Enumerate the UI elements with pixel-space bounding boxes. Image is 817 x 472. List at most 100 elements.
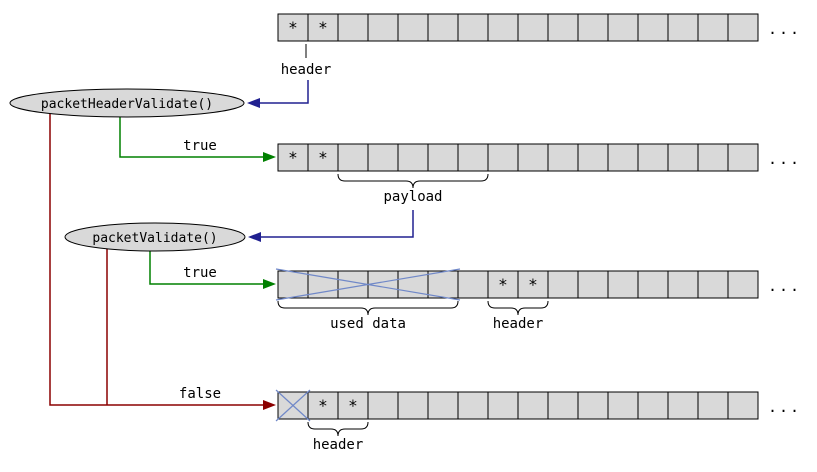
byte-cell	[727, 270, 759, 299]
byte-cell	[577, 143, 609, 172]
byte-cell	[637, 143, 669, 172]
star-byte: *	[288, 18, 298, 37]
byte-cell	[637, 270, 669, 299]
cross-out-line	[275, 389, 311, 422]
arrow-payload-to-packet-validate	[261, 210, 414, 238]
byte-cell	[337, 270, 369, 299]
byte-cell	[607, 13, 639, 42]
byte-cell	[727, 13, 759, 42]
byte-cell	[697, 143, 729, 172]
true-label-2: true	[183, 265, 217, 281]
byte-cell	[487, 143, 519, 172]
byte-cell	[277, 13, 309, 42]
byte-cell	[487, 391, 519, 420]
star-byte: *	[318, 396, 328, 415]
brace	[277, 300, 459, 316]
byte-cell	[397, 13, 429, 42]
byte-cell	[457, 143, 489, 172]
ellipsis-continuation: ...	[768, 398, 801, 416]
byte-cell	[427, 13, 459, 42]
brace	[487, 300, 549, 316]
packet-validate-node	[64, 222, 246, 252]
brace-label: header	[493, 316, 544, 332]
arrowhead-true-2	[263, 279, 276, 289]
packet-header-validate-label: packetHeaderValidate()	[41, 97, 213, 112]
byte-cell	[517, 13, 549, 42]
byte-cell	[607, 143, 639, 172]
star-byte: *	[318, 18, 328, 37]
star-byte: *	[348, 396, 358, 415]
byte-cell	[667, 391, 699, 420]
packet-header-validate-node	[9, 88, 245, 118]
byte-cell	[577, 270, 609, 299]
arrowhead-callback-2	[248, 232, 261, 242]
byte-cell	[277, 270, 309, 299]
byte-cell	[427, 270, 459, 299]
ellipsis-continuation: ...	[768, 277, 801, 295]
byte-cell	[367, 13, 399, 42]
arrow-header-to-packet-header-validate	[260, 80, 309, 104]
brace-label: header	[313, 437, 364, 453]
arrow-true-from-packet-validate	[149, 251, 263, 285]
byte-cell	[457, 270, 489, 299]
byte-cell	[547, 143, 579, 172]
byte-cell	[547, 13, 579, 42]
byte-cell	[367, 270, 399, 299]
byte-cell	[487, 270, 519, 299]
brace	[337, 173, 489, 189]
byte-cell	[397, 143, 429, 172]
byte-cell	[397, 391, 429, 420]
byte-cell	[427, 391, 459, 420]
byte-cell	[667, 13, 699, 42]
star-byte: *	[498, 275, 508, 294]
byte-cell	[457, 13, 489, 42]
arrowhead-true-1	[263, 152, 276, 162]
byte-cell	[337, 13, 369, 42]
byte-cell	[517, 143, 549, 172]
byte-cell	[697, 270, 729, 299]
byte-cell	[277, 143, 309, 172]
byte-cell	[517, 391, 549, 420]
byte-cell	[667, 143, 699, 172]
packet-validate-label: packetValidate()	[92, 231, 217, 246]
byte-cell	[667, 270, 699, 299]
byte-cell	[457, 391, 489, 420]
byte-cell	[367, 391, 399, 420]
byte-cell	[487, 13, 519, 42]
arrow-true-from-header-validate	[119, 117, 263, 158]
star-byte: *	[528, 275, 538, 294]
byte-cell	[607, 270, 639, 299]
ellipsis-continuation: ...	[768, 150, 801, 168]
byte-array-incoming-packet: * *...	[277, 13, 801, 42]
byte-cell	[307, 391, 339, 420]
byte-cell	[517, 270, 549, 299]
byte-cell	[697, 13, 729, 42]
byte-cell	[607, 391, 639, 420]
byte-array-validated-header-packet: * * payload...	[277, 143, 801, 205]
byte-array-resync-packet: * * header...	[275, 389, 801, 453]
byte-cell	[547, 391, 579, 420]
brace-label: payload	[383, 189, 442, 205]
arrowhead-callback-1	[247, 98, 260, 108]
true-label-1: true	[183, 138, 217, 154]
byte-cell	[337, 143, 369, 172]
byte-array-consumed-packet: * * used data header...	[275, 268, 801, 332]
ellipsis-continuation: ...	[768, 20, 801, 38]
arrowhead-false	[263, 400, 276, 410]
brace	[307, 421, 369, 437]
byte-cell	[577, 13, 609, 42]
byte-cell	[547, 270, 579, 299]
byte-cell	[637, 391, 669, 420]
star-byte: *	[288, 148, 298, 167]
arrow-false-from-header-validate	[49, 113, 263, 406]
cross-out-line	[275, 268, 461, 301]
byte-cell	[427, 143, 459, 172]
byte-cell	[727, 143, 759, 172]
brace-label: used data	[330, 316, 406, 332]
star-byte: *	[318, 148, 328, 167]
byte-cell	[307, 13, 339, 42]
byte-cell	[637, 13, 669, 42]
byte-cell	[697, 391, 729, 420]
